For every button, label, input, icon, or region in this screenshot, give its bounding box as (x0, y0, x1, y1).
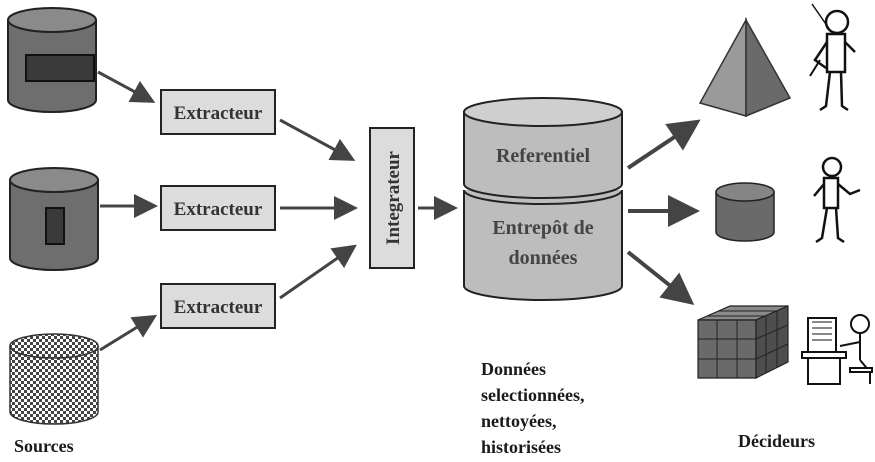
arrow-source3-extractor3 (99, 314, 158, 352)
source-database-1 (7, 7, 97, 113)
data-warehouse-cylinder: Referentiel Entrepôt de données (463, 97, 623, 301)
cylinder-icon (715, 182, 775, 242)
extractor-box-1: Extracteur (160, 89, 276, 135)
source-database-2 (9, 167, 99, 271)
warehouse-bottom-label-line2: données (509, 247, 578, 269)
data-caption-line3: nettoyées, (481, 411, 556, 431)
data-caption-line2: selectionnées, (481, 385, 584, 405)
arrow-extractor3-integrator (279, 244, 357, 300)
data-caption-line4: historisées (481, 437, 561, 457)
extractor-label-3: Extracteur (174, 297, 263, 318)
extractor-box-2: Extracteur (160, 185, 276, 231)
extractor-box-3: Extracteur (160, 283, 276, 329)
cube-icon (697, 305, 789, 379)
integrator-box: Integrateur (369, 127, 415, 269)
arrow-source1-extractor1 (97, 70, 156, 103)
pyramid-icon (698, 17, 792, 118)
warehouse-top-label: Referentiel (496, 145, 590, 167)
arrow-extractor1-integrator (279, 118, 356, 161)
sources-caption: Sources (14, 436, 74, 456)
extractor-label-2: Extracteur (174, 199, 263, 220)
deciders-caption: Décideurs (738, 431, 815, 451)
computer-user-icon (801, 314, 873, 385)
data-caption-line1: Données (481, 359, 546, 379)
arrow-warehouse-cube (626, 250, 695, 305)
person-icon-analyst (813, 156, 861, 244)
source-database-3 (9, 333, 99, 425)
warehouse-bottom-label-line1: Entrepôt de (492, 217, 593, 239)
integrator-label: Integrateur (383, 150, 404, 244)
extractor-label-1: Extracteur (174, 103, 263, 124)
arrow-warehouse-pyramid (626, 119, 701, 170)
person-icon-presenter (809, 3, 856, 112)
